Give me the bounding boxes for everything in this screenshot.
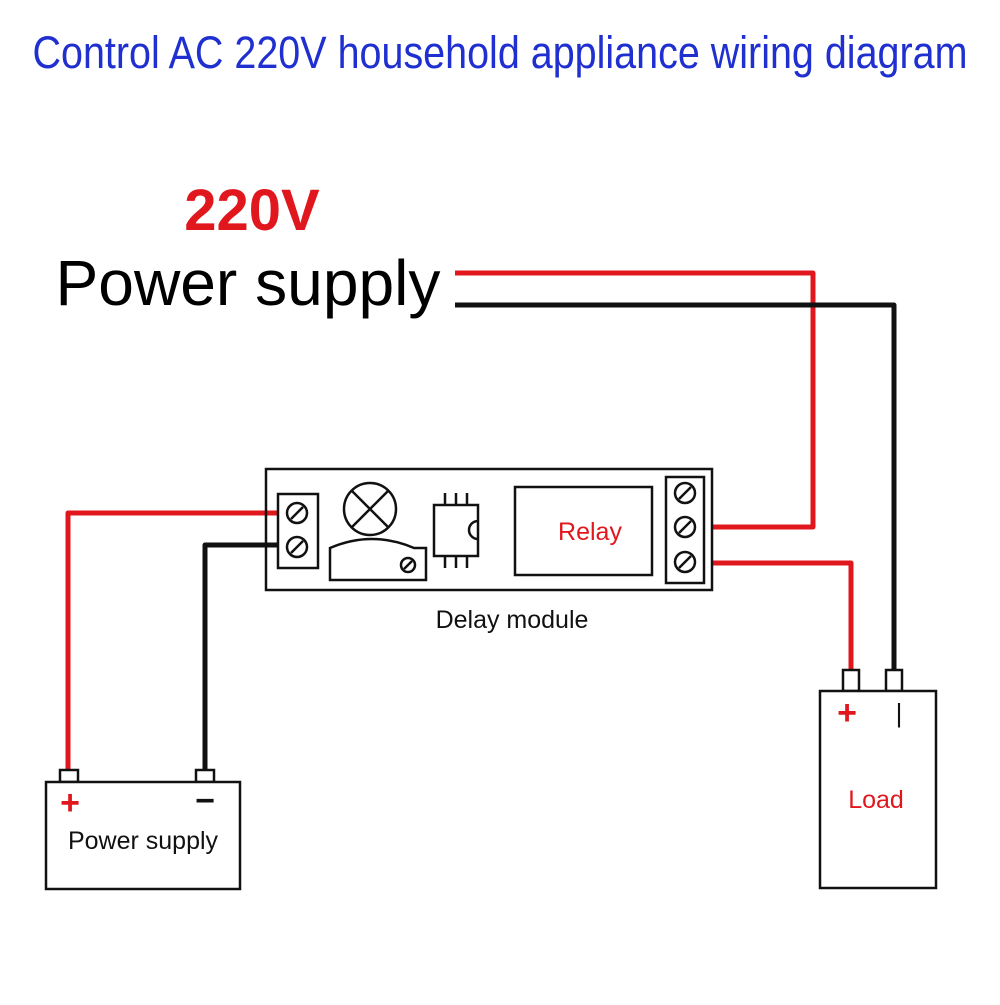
ac-voltage-label: 220V [184,178,320,243]
input-terminal-screw-icon [285,535,309,559]
load-plus-symbol: + [837,694,857,732]
load-negative-terminal [884,668,904,693]
load-label: Load [848,786,904,814]
output-terminal-screw-icon [673,550,697,574]
delay-module-label: Delay module [436,606,589,634]
module-board [264,467,714,592]
relay-body [513,485,654,577]
dc-minus-symbol: − [195,782,215,820]
dc-positive-wire [65,510,278,770]
output-terminal-block [664,475,706,585]
output-terminal-screw-icon [673,481,697,505]
load-minus-symbol: | [896,698,903,728]
potentiometer-icon [328,537,428,582]
delay-module [264,467,714,592]
input-terminal-screw-icon [285,501,309,525]
output-terminal-screw-icon [673,515,697,539]
input-terminal-block [276,492,320,570]
relay-label: Relay [558,518,622,546]
dc-plus-symbol: + [60,784,80,822]
load-positive-terminal [841,668,861,693]
dc-negative-terminal [194,768,216,784]
ic-chip-icon [432,493,480,568]
relay-to-load-wire [712,560,854,670]
dc-power-supply [44,768,242,891]
load-body [818,689,938,890]
ac-live-wire [455,270,816,530]
dc-power-supply-label: Power supply [68,827,219,855]
load [818,668,938,890]
diagram-title: Control AC 220V household appliance wiri… [33,27,968,78]
ac-neutral-wire [455,302,897,670]
battery-body [44,780,242,891]
ac-power-supply-label: Power supply [56,247,441,319]
dc-positive-terminal [58,768,80,784]
dc-negative-wire [202,542,278,770]
buzzer-icon [342,481,398,537]
